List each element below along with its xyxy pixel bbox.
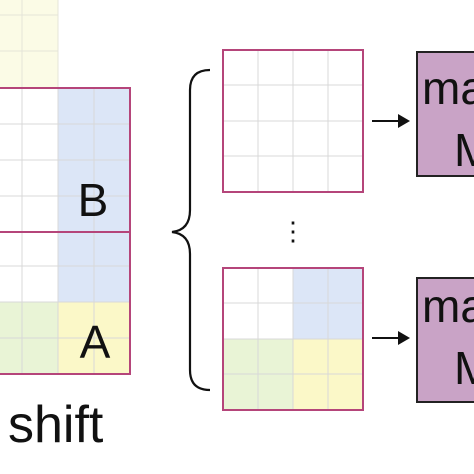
module-bottom-rect <box>416 277 474 403</box>
arrow-top <box>372 114 410 128</box>
curly-brace <box>171 68 211 392</box>
right-window-bottom <box>222 267 364 411</box>
module-box-bottom: ma M <box>416 277 474 403</box>
right-window-top <box>222 49 364 193</box>
vertical-ellipsis: ⋮ <box>280 216 306 246</box>
module-top-text-2: M <box>454 124 474 176</box>
window-a-border <box>0 231 131 375</box>
right-bottom-border <box>222 267 364 411</box>
module-top-rect <box>416 51 474 177</box>
right-top-border <box>222 49 364 193</box>
shift-caption: shift <box>8 396 104 454</box>
module-top-text-1: ma <box>422 62 474 114</box>
arrow-top-head <box>398 114 410 128</box>
module-bottom-text-2: M <box>454 342 474 394</box>
module-bottom-text-1: ma <box>422 280 474 332</box>
block-a-label: A <box>80 316 111 368</box>
block-b-label: B <box>78 174 109 226</box>
faint-strip-fill <box>0 0 58 88</box>
left-window-a: A <box>0 231 131 375</box>
faint-top-strip <box>0 0 59 88</box>
arrow-bottom <box>372 331 410 345</box>
left-window-b: B <box>0 87 131 233</box>
module-box-top: ma M <box>416 51 474 177</box>
arrow-bottom-head <box>398 331 410 345</box>
